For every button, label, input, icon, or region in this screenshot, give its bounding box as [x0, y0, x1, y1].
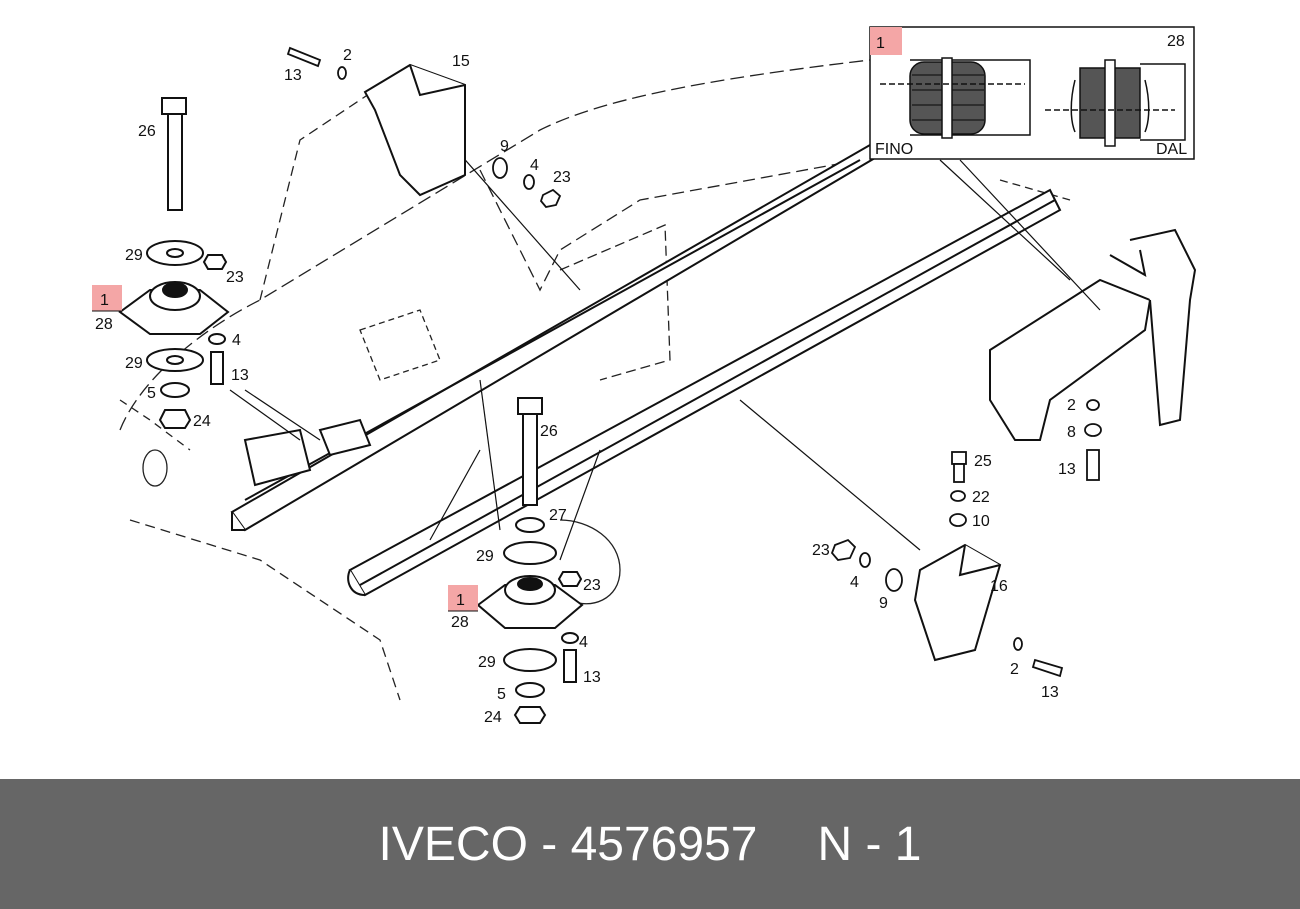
callout-9: 9: [879, 595, 888, 612]
callout-23: 23: [553, 169, 571, 186]
callout-5: 5: [497, 686, 506, 703]
callout-23: 23: [226, 269, 244, 286]
callout-13: 13: [1041, 684, 1059, 701]
parts-diagram: 1 28 FINO DAL 13 2 15 26 9 4 2: [92, 26, 1197, 726]
brackets: [363, 63, 1002, 662]
callout-24: 24: [193, 413, 211, 430]
callout-29: 29: [478, 654, 496, 671]
inset-callout-highlight: [870, 27, 902, 55]
callout-26: 26: [540, 423, 558, 440]
inset-mount-section-dal: [1045, 59, 1186, 147]
callout-13: 13: [1058, 461, 1076, 478]
inset-variant-left-label: FINO: [875, 141, 913, 158]
inset-detail-box: 1 28 FINO DAL: [869, 26, 1195, 160]
callout-23: 23: [812, 542, 830, 559]
callout-4: 4: [850, 574, 859, 591]
part-number-label: IVECO - 4576957: [378, 817, 758, 871]
mount-assembly-upper-left: [118, 97, 230, 429]
callout-28: 28: [95, 316, 113, 333]
callout-10: 10: [972, 513, 990, 530]
bolt-26-upper: [167, 99, 183, 211]
callout-13: 13: [284, 67, 302, 84]
callout-13: 13: [583, 669, 601, 686]
callout-29: 29: [476, 548, 494, 565]
callout-27: 27: [549, 507, 567, 524]
exploded-view-drawing: 1 28 FINO DAL 13 2 15 26 9 4 2: [92, 26, 1197, 726]
callout-highlight-lower: [448, 585, 478, 611]
leader-lines: [229, 119, 1101, 561]
callout-23: 23: [583, 577, 601, 594]
mount-assembly-lower-center: [476, 397, 584, 724]
callout-26: 26: [138, 123, 156, 140]
callout-4: 4: [530, 157, 539, 174]
rubber-mount-28-upper: [118, 289, 230, 335]
page-reference-label: N - 1: [817, 817, 922, 871]
inset-mount-section-fino: [880, 57, 1031, 139]
callout-9: 9: [500, 138, 509, 155]
callout-24: 24: [484, 709, 502, 726]
callout-2: 2: [1010, 661, 1019, 678]
callout-labels: 13 2 15 26 9 4 23 29 23 1 28 4 29 13 5 2…: [95, 47, 1076, 726]
inset-callout-label: 1: [876, 35, 885, 52]
callout-1: 1: [100, 292, 109, 309]
inset-qty-label: 28: [1167, 33, 1185, 50]
callout-15: 15: [452, 53, 470, 70]
inset-variant-right-label: DAL: [1156, 141, 1187, 158]
callout-highlight-upper: [92, 285, 122, 311]
callout-1: 1: [456, 592, 465, 609]
callout-13: 13: [231, 367, 249, 384]
callout-8: 8: [1067, 424, 1076, 441]
callout-4: 4: [579, 634, 588, 651]
callout-28: 28: [451, 614, 469, 631]
vehicle-body-sketch: [119, 59, 1071, 701]
callout-2: 2: [1067, 397, 1076, 414]
callout-16: 16: [990, 578, 1008, 595]
footer-bar: IVECO - 4576957 N - 1: [0, 779, 1300, 909]
callout-22: 22: [972, 489, 990, 506]
callout-29: 29: [125, 355, 143, 372]
small-hardware: [286, 46, 1102, 678]
callout-4: 4: [232, 332, 241, 349]
callout-2: 2: [343, 47, 352, 64]
callout-29: 29: [125, 247, 143, 264]
callout-5: 5: [147, 385, 156, 402]
callout-25: 25: [974, 453, 992, 470]
